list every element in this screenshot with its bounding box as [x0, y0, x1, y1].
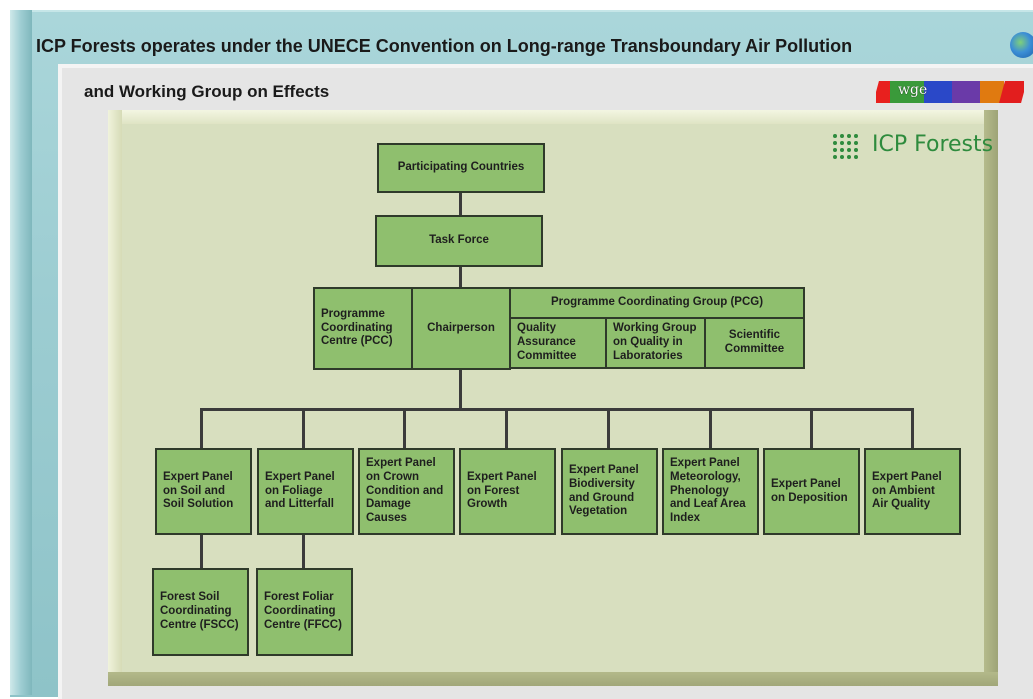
wge-logo-text: wge — [898, 82, 928, 98]
expert-panel-air-quality: Expert Panel on Ambient Air Quality — [864, 448, 961, 535]
connector-line — [810, 408, 813, 450]
task-force-box: Task Force — [375, 215, 543, 267]
connector-line — [200, 534, 203, 570]
expert-panel-foliage: Expert Panel on Foliage and Litterfall — [257, 448, 354, 535]
expert-panel-biodiversity: Expert Panel Biodiversity and Ground Veg… — [561, 448, 658, 535]
board-bevel-left — [108, 110, 122, 686]
expert-panel-growth: Expert Panel on Forest Growth — [459, 448, 556, 535]
chart-board-inner — [122, 124, 984, 672]
globe-icon — [1010, 32, 1033, 58]
connector-line — [459, 192, 462, 216]
scientific-committee-box: Scientific Committee — [704, 317, 805, 369]
fscc-box: Forest Soil Coordinating Centre (FSCC) — [152, 568, 249, 656]
participating-countries-box: Participating Countries — [377, 143, 545, 193]
expert-panel-meteorology: Expert Panel Meteorology, Phenology and … — [662, 448, 759, 535]
connector-line — [459, 369, 462, 409]
icp-forests-logo-text: ICP Forests — [872, 132, 994, 157]
connector-line — [459, 265, 462, 289]
left-frame-bar — [10, 10, 32, 695]
expert-panel-soil: Expert Panel on Soil and Soil Solution — [155, 448, 252, 535]
board-bevel-top — [108, 110, 998, 124]
board-bevel-right — [984, 110, 998, 686]
icp-forests-logo-icon — [833, 132, 863, 162]
page-title: ICP Forests operates under the UNECE Con… — [36, 36, 853, 56]
connector-line — [505, 408, 508, 450]
connector-line — [607, 408, 610, 450]
connector-line — [200, 408, 914, 411]
pcc-box: Programme Coordinating Centre (PCC) — [313, 287, 413, 370]
panel-title: and Working Group on Effects — [84, 82, 330, 101]
wgql-box: Working Group on Quality in Laboratories — [605, 317, 706, 369]
connector-line — [911, 408, 914, 450]
connector-line — [403, 408, 406, 450]
connector-line — [709, 408, 712, 450]
connector-line — [302, 534, 305, 570]
connector-line — [302, 408, 305, 450]
qac-box: Quality Assurance Committee — [509, 317, 607, 369]
connector-line — [200, 408, 203, 450]
wge-logo: wge — [876, 81, 1024, 103]
board-bevel-bottom — [108, 672, 998, 686]
ffcc-box: Forest Foliar Coordinating Centre (FFCC) — [256, 568, 353, 656]
expert-panel-crown: Expert Panel on Crown Condition and Dama… — [358, 448, 455, 535]
pcg-box: Programme Coordinating Group (PCG) — [509, 287, 805, 319]
expert-panel-deposition: Expert Panel on Deposition — [763, 448, 860, 535]
chairperson-box: Chairperson — [411, 287, 511, 370]
